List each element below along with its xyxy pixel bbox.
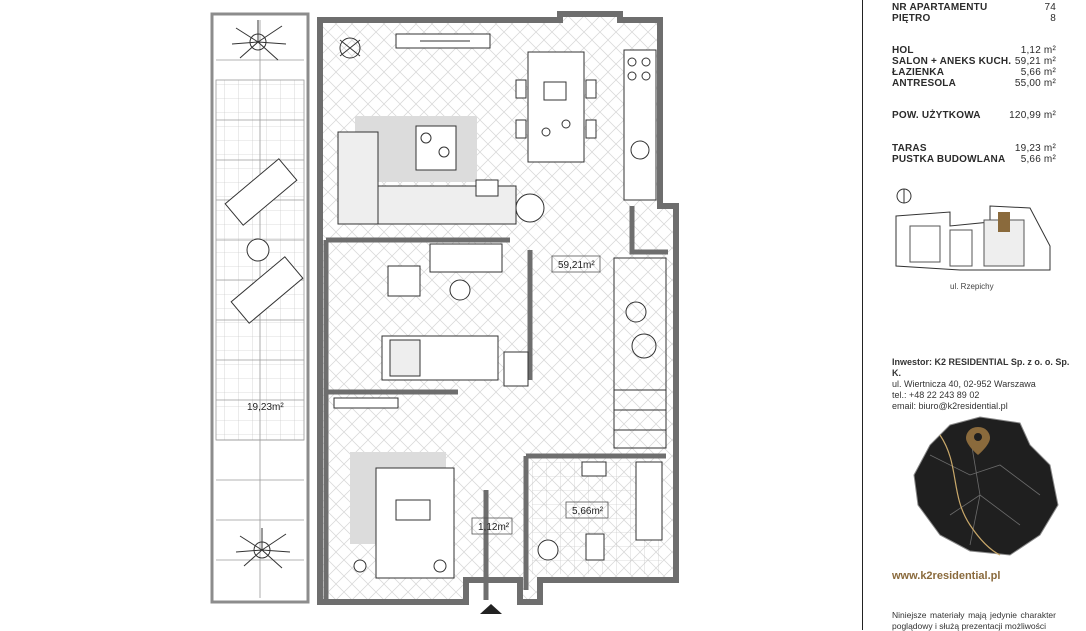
plant-bottom-icon bbox=[235, 528, 291, 569]
website-link[interactable]: www.k2residential.pl bbox=[892, 570, 1001, 582]
usable-area-label: POW. UŻYTKOWA bbox=[892, 110, 981, 121]
city-map bbox=[913, 416, 1059, 556]
bedroom-bed-icon bbox=[333, 397, 455, 579]
interior-walls bbox=[323, 206, 668, 602]
entrance-arrow-icon bbox=[480, 604, 502, 614]
room-name: ŁAZIENKA bbox=[892, 67, 945, 78]
hall-area-label: 1,12m² bbox=[478, 522, 510, 533]
room-name: ANTRESOLA bbox=[892, 78, 957, 89]
apartment-number-label: NR APARTAMENTU bbox=[892, 2, 988, 13]
stairs bbox=[613, 257, 667, 449]
floor-label: PIĘTRO bbox=[892, 13, 931, 24]
disclaimer: Niniejsze materiały mają jedynie charakt… bbox=[892, 610, 1056, 631]
investor-phone: tel.: +48 22 243 89 02 bbox=[892, 390, 980, 400]
dining-table-icon bbox=[515, 51, 597, 163]
terrace bbox=[210, 12, 310, 604]
bathroom-area-label: 5,66m² bbox=[572, 506, 604, 517]
investor-name: Inwestor: K2 RESIDENTIAL Sp. z o. o. Sp.… bbox=[892, 357, 1070, 378]
usable-area-value: 120,99 m² bbox=[1009, 110, 1056, 121]
extra-area-value: 19,23 m² bbox=[1014, 143, 1056, 154]
location-pin-icon bbox=[966, 427, 990, 455]
floor-value: 8 bbox=[1050, 13, 1056, 24]
extra-areas: TARAS 19,23 m² PUSTKA BUDOWLANA 5,66 m² bbox=[892, 143, 1056, 165]
apartment-number-value: 74 bbox=[1044, 2, 1056, 13]
extra-area-name: PUSTKA BUDOWLANA bbox=[892, 154, 1006, 165]
usable-area: POW. UŻYTKOWA 120,99 m² bbox=[892, 110, 1056, 121]
compass-icon bbox=[896, 188, 912, 204]
room-area: 5,66 m² bbox=[1020, 67, 1056, 78]
plant-living-icon bbox=[339, 37, 361, 59]
living-area-label-box bbox=[551, 255, 601, 273]
bathroom-area-label-box bbox=[565, 501, 609, 519]
kitchen-counter bbox=[623, 49, 657, 201]
plant-top-icon bbox=[231, 20, 287, 61]
extra-area-value: 5,66 m² bbox=[1020, 154, 1056, 165]
investor-address: ul. Wiertnicza 40, 02-952 Warszawa bbox=[892, 379, 1036, 389]
room-areas: HOL 1,12 m² SALON + ANEKS KUCH.59,21 m² Ł… bbox=[892, 45, 1056, 89]
site-plan bbox=[895, 188, 1051, 271]
desk-icon bbox=[387, 243, 503, 301]
room-area: 55,00 m² bbox=[1014, 78, 1056, 89]
bed-small-icon bbox=[381, 335, 529, 387]
room-name: HOL bbox=[892, 45, 914, 56]
extra-area-name: TARAS bbox=[892, 143, 927, 154]
hall-area-label-box bbox=[471, 517, 513, 535]
investor-email[interactable]: email: biuro@k2residential.pl bbox=[892, 401, 1008, 411]
terrace-area-label: 19,23m² bbox=[247, 402, 284, 413]
sofa-area bbox=[337, 116, 517, 225]
room-name: SALON + ANEKS KUCH. bbox=[892, 56, 1012, 67]
tv-cabinet-icon bbox=[395, 33, 491, 49]
living-area-label: 59,21m² bbox=[558, 260, 595, 271]
panel-divider bbox=[862, 0, 863, 630]
site-plan-street: ul. Rzepichy bbox=[950, 282, 994, 291]
armchair-icon bbox=[475, 179, 545, 223]
apartment-info: NR APARTAMENTU 74 PIĘTRO 8 bbox=[892, 2, 1056, 24]
investor-info: Inwestor: K2 RESIDENTIAL Sp. z o. o. Sp.… bbox=[892, 357, 1072, 412]
sunbed-icon bbox=[224, 158, 304, 324]
floor-plan: 19,23m² 59,21 bbox=[210, 11, 679, 614]
room-area: 1,12 m² bbox=[1020, 45, 1056, 56]
room-area: 59,21 m² bbox=[1014, 56, 1056, 67]
